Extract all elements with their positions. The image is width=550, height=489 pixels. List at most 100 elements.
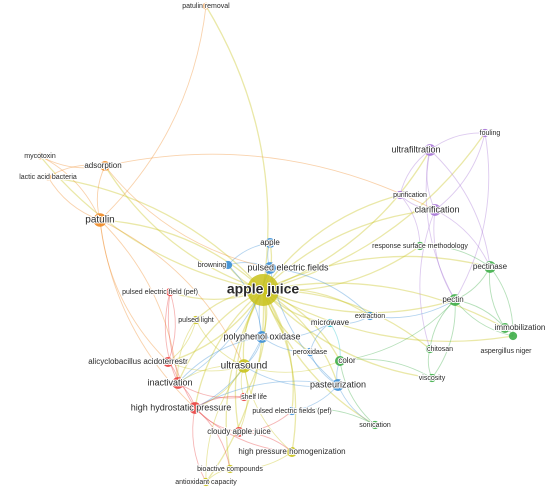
label-alicyclobacillus: alicyclobacillus acidoterrestr (88, 357, 188, 366)
edge-fouling-pectin (454, 132, 490, 301)
edge-ultrasound-alicyclobacillus (167, 361, 245, 372)
node-alicyclobacillus[interactable] (163, 357, 173, 367)
label-microwave: microwave (311, 318, 350, 327)
edge-pectinase-aspergillus-niger (489, 266, 514, 337)
edge-adsorption-mycotoxin (39, 155, 106, 169)
edge-cloudy-apple-juice-pulsed-electric-fields-pef (238, 410, 293, 433)
edge-pectin-aspergillus-niger (454, 299, 514, 337)
edge-color-viscosity (339, 358, 433, 379)
node-adsorption[interactable] (100, 161, 110, 171)
node-lactic-acid-bacteria[interactable] (44, 173, 52, 181)
edge-clarification-pectin (433, 209, 456, 301)
label-mycotoxin: mycotoxin (24, 153, 56, 160)
label-chitosan: chitosan (427, 346, 453, 353)
edge-high-pressure-homogenization-bioactive-compounds (229, 451, 293, 470)
node-color[interactable] (335, 356, 345, 366)
node-apple[interactable] (265, 238, 275, 248)
edge-apple-juice-ultrafiltration (262, 149, 431, 291)
label-browning: browning (198, 262, 227, 269)
node-chitosan[interactable] (425, 344, 435, 354)
edge-apple-juice-patulin-removal (205, 5, 269, 291)
edge-high-hydrostatic-pressure-bioactive-compounds (194, 407, 231, 470)
edge-apple-juice-purification (262, 194, 401, 291)
label-ultrasound: ultrasound (221, 361, 268, 372)
node-pectin[interactable] (449, 294, 461, 306)
network-nodes (36, 2, 518, 487)
edge-apple-juice-mycotoxin (39, 155, 264, 291)
node-pulsed-electric-field-pef[interactable] (165, 287, 175, 297)
edge-patulin-mycotoxin (39, 155, 101, 221)
label-fouling: fouling (480, 130, 501, 137)
label-pulsed-electric-fields: pulsed electric fields (247, 262, 329, 272)
label-extraction: extraction (355, 313, 385, 320)
edge-apple-juice-fouling (262, 132, 486, 291)
edge-pasteurization-high-hydrostatic-pressure (194, 380, 339, 409)
node-pulsed-electric-fields[interactable] (264, 262, 276, 274)
node-ultrafiltration[interactable] (424, 144, 436, 156)
node-antioxidant-capacity[interactable] (201, 477, 211, 487)
node-fouling[interactable] (480, 128, 490, 138)
label-antioxidant-capacity: antioxidant capacity (175, 479, 237, 486)
node-pulsed-light[interactable] (191, 315, 201, 325)
edge-chitosan-viscosity (427, 348, 433, 379)
edge-pulsed-electric-field-pef-high-hydrostatic-pressure (167, 291, 196, 409)
node-browning[interactable] (223, 260, 233, 270)
node-shelf-life[interactable] (239, 392, 249, 402)
edge-apple-juice-adsorption (104, 165, 264, 291)
node-patulin-removal[interactable] (202, 2, 210, 10)
label-cloudy-apple-juice: cloudy apple juice (207, 427, 271, 436)
node-patulin[interactable] (93, 213, 107, 227)
edge-sonication-pulsed-electric-fields-pef (291, 408, 376, 426)
edge-patulin-ultrasound (99, 219, 245, 367)
node-cloudy-apple-juice[interactable] (234, 427, 244, 437)
node-apple-juice[interactable] (247, 274, 279, 306)
node-bioactive-compounds[interactable] (225, 464, 235, 474)
edge-pasteurization-sonication (337, 384, 376, 426)
edge-polyphenol-oxidase-microwave (261, 322, 331, 339)
label-adsorption: adsorption (84, 161, 121, 170)
node-polyphenol-oxidase[interactable] (256, 331, 268, 343)
node-high-hydrostatic-pressure[interactable] (189, 402, 201, 414)
node-sonication[interactable] (370, 420, 380, 430)
edge-patulin-inactivation (99, 219, 179, 384)
label-high-hydrostatic-pressure: high hydrostatic pressure (131, 402, 232, 412)
node-extraction[interactable] (365, 311, 375, 321)
node-mycotoxin[interactable] (36, 152, 44, 160)
node-pectinase[interactable] (484, 261, 496, 273)
node-response-surface-methodology[interactable] (415, 241, 425, 251)
edge-inactivation-pulsed-electric-field-pef (164, 291, 179, 384)
edge-patulin-adsorption (96, 165, 106, 221)
edge-apple-juice-pectinase (262, 255, 491, 291)
label-pulsed-light: pulsed light (178, 317, 213, 324)
edge-apple-juice-lactic-acid-bacteria (47, 176, 264, 291)
edge-apple-juice-aspergillus-niger (262, 289, 514, 343)
label-apple-juice: apple juice (227, 281, 300, 297)
edge-ultrafiltration-pectinase (429, 149, 491, 268)
edge-pectin-viscosity (431, 299, 456, 379)
label-pulsed-electric-fields-pef: pulsed electric fields (pef) (252, 408, 331, 415)
node-high-pressure-homogenization[interactable] (287, 447, 297, 457)
node-viscosity[interactable] (427, 373, 437, 383)
edge-apple-juice-chitosan (262, 289, 431, 350)
node-pulsed-electric-fields-pef[interactable] (287, 406, 297, 416)
label-ultrafiltration: ultrafiltration (391, 144, 440, 154)
label-peroxidase: peroxidase (293, 349, 327, 356)
node-pasteurization[interactable] (332, 379, 344, 391)
edge-apple-juice-antioxidant-capacity (205, 289, 265, 483)
edge-apple-juice-sonication (262, 289, 376, 426)
node-inactivation[interactable] (172, 377, 184, 389)
node-microwave[interactable] (325, 318, 335, 328)
node-immobilization[interactable] (500, 323, 510, 333)
edge-apple-juice-clarification (262, 209, 436, 291)
edge-ultrafiltration-pectin (425, 149, 456, 301)
label-aspergillus-niger: aspergillus niger (481, 348, 533, 355)
node-ultrasound[interactable] (237, 359, 251, 373)
node-purification[interactable] (395, 190, 405, 200)
node-aspergillus-niger[interactable] (508, 331, 518, 341)
edge-inactivation-shelf-life (177, 382, 245, 399)
label-patulin: patulin (85, 215, 114, 226)
node-clarification[interactable] (429, 204, 441, 216)
label-shelf-life: shelf life (241, 394, 267, 401)
node-peroxidase[interactable] (305, 347, 315, 357)
